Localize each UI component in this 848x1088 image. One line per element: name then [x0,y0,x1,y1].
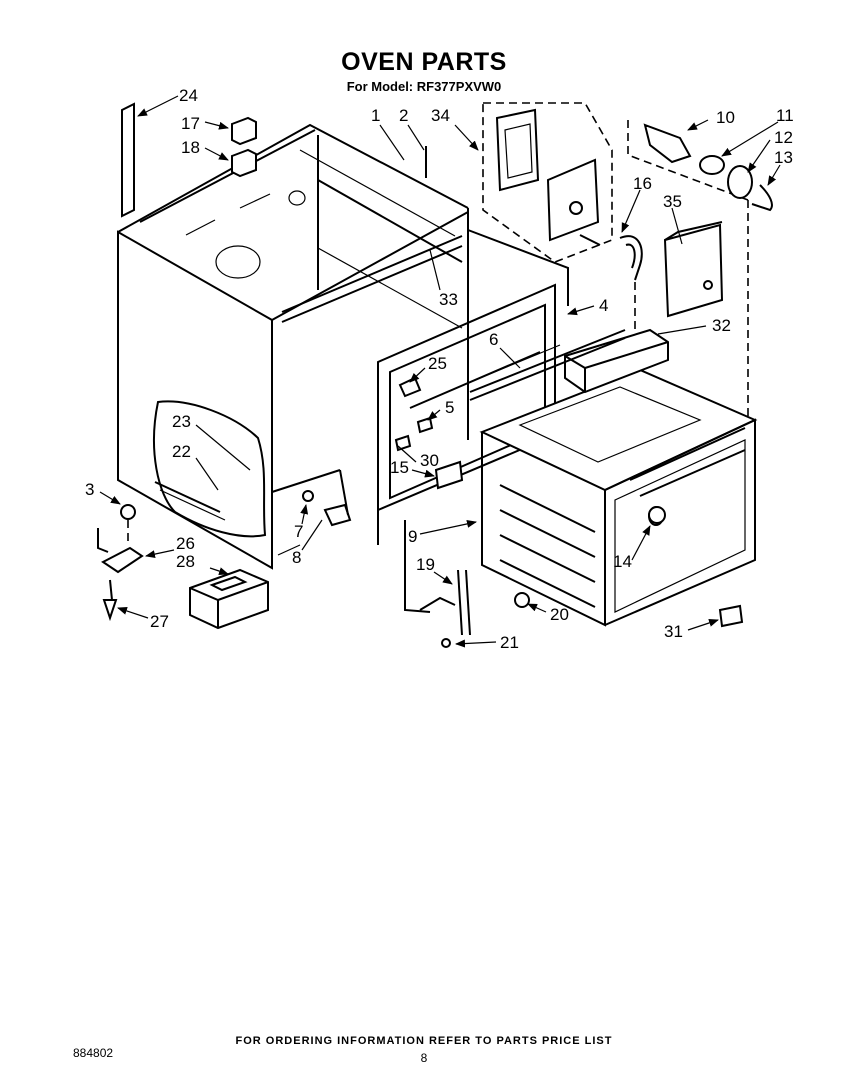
leveling-leg-parts [97,504,144,622]
side-trim [121,102,135,218]
model-subtitle: For Model: RF377PXVW0 [346,79,502,94]
callout-17: 17 [181,114,200,133]
callout-16: 16 [633,174,652,193]
clip-18 [231,148,257,178]
clip-17 [231,116,257,146]
knob-20 [514,592,530,608]
page-title: OVEN PARTS [341,48,507,76]
callout-31: 31 [664,622,683,641]
callout-23: 23 [172,412,191,431]
part-30 [394,434,412,452]
callout-1: 1 [371,106,380,125]
light-assembly [627,120,773,420]
igniter-assembly [482,102,613,263]
callout-25: 25 [428,354,447,373]
callout-26: 26 [176,534,195,553]
page-number: 8 [420,1051,428,1065]
cover-plate [663,221,724,318]
callout-4: 4 [599,296,608,315]
callout-12: 12 [774,128,793,147]
leg-31 [718,604,744,628]
callout-5: 5 [445,398,454,417]
callout-20: 20 [550,605,569,624]
screw-21 [441,638,451,648]
callout-13: 13 [774,148,793,167]
orifice-tube [619,235,643,330]
callout-2: 2 [399,106,408,125]
diagram-number: 884802 [73,1046,114,1060]
callout-15: 15 [390,458,409,477]
burner-tube [469,329,626,393]
callout-numbers: 24 17 18 1 2 34 10 11 12 13 16 35 33 4 3… [85,86,794,652]
callout-7: 7 [294,522,303,541]
callout-30: 30 [420,451,439,470]
oven-liner [479,368,758,627]
callout-28: 28 [176,552,195,571]
nut-7 [302,490,314,502]
bracket-15 [434,460,464,490]
thermostat-bulb-19 [457,569,463,636]
light-14 [648,506,666,524]
callout-3: 3 [85,480,94,499]
switch-5 [416,416,434,434]
callout-18: 18 [181,138,200,157]
oven-body [117,123,569,570]
callout-22: 22 [172,442,191,461]
control-box [189,568,269,630]
callout-8: 8 [292,548,301,567]
ordering-info-note: FOR ORDERING INFORMATION REFER TO PARTS … [235,1035,613,1047]
callout-27: 27 [150,612,169,631]
callout-21: 21 [500,633,519,652]
callout-9: 9 [408,527,417,546]
callout-6: 6 [489,330,498,349]
callout-24: 24 [179,86,198,105]
callout-34: 34 [431,106,450,125]
callout-35: 35 [663,192,682,211]
leader-lines [99,95,781,648]
callout-10: 10 [716,108,735,127]
callout-14: 14 [613,552,632,571]
callout-19: 19 [416,555,435,574]
bracket-8 [323,503,352,527]
valve-25 [398,376,422,398]
callout-11: 11 [776,106,794,125]
callout-33: 33 [439,290,458,309]
callout-32: 32 [712,316,731,335]
